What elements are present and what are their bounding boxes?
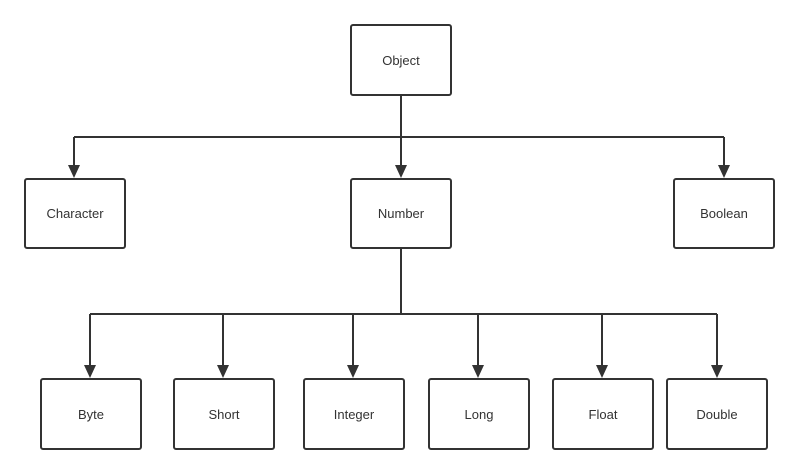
node-double-label: Double [696, 406, 738, 422]
node-integer-label: Integer [333, 406, 375, 422]
arrowhead-float [596, 365, 608, 378]
node-float: Float [552, 378, 654, 450]
node-object-label: Object [382, 52, 420, 68]
arrowhead-double [711, 365, 723, 378]
arrowhead-byte [84, 365, 96, 378]
node-integer: Integer [303, 378, 405, 450]
node-character-label: Character [46, 206, 104, 221]
node-boolean-label: Boolean [700, 206, 748, 221]
node-short-label: Short [208, 406, 240, 422]
node-number: Number [350, 178, 452, 249]
arrowhead-long [472, 365, 484, 378]
node-long: Long [428, 378, 530, 450]
arrowhead-integer [347, 365, 359, 378]
node-boolean: Boolean [673, 178, 775, 249]
node-short: Short [173, 378, 275, 450]
node-double: Double [666, 378, 768, 450]
node-object: Object [350, 24, 452, 96]
node-byte-label: Byte [77, 406, 104, 422]
node-character: Character [24, 178, 126, 249]
arrowhead-boolean [718, 165, 730, 178]
node-float-label: Float [588, 406, 618, 422]
node-long-label: Long [464, 406, 494, 422]
node-number-label: Number [377, 206, 425, 221]
arrowhead-short [217, 365, 229, 378]
arrowhead-number [395, 165, 407, 178]
node-byte: Byte [40, 378, 142, 450]
arrowhead-character [68, 165, 80, 178]
